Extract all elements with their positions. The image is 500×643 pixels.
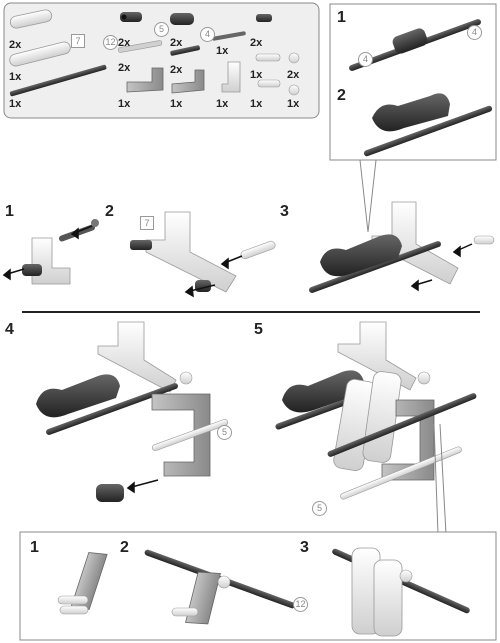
step5-assembly xyxy=(275,321,477,500)
light-axle-icon xyxy=(118,40,163,53)
length-marker: 4 xyxy=(358,52,373,67)
qty-label: 1x xyxy=(170,98,183,110)
light-pin-icon xyxy=(255,53,281,88)
step-number: 5 xyxy=(254,321,263,338)
qty-label: 1x xyxy=(250,98,263,110)
qty-label: 1x xyxy=(118,98,131,110)
beam-5-icon xyxy=(9,9,53,29)
white-l-beam-icon xyxy=(221,61,241,93)
callout-step-number: 2 xyxy=(337,87,346,104)
qty-label: 1x xyxy=(216,98,229,110)
length-marker: 4 xyxy=(467,25,482,40)
step-number: 1 xyxy=(5,203,14,220)
callout-top-axle-assembly-2 xyxy=(363,93,493,157)
qty-label: 2x xyxy=(9,39,22,51)
length-marker: 7 xyxy=(140,216,154,230)
dark-angle-connector-icon xyxy=(170,13,194,25)
callout-step-number: 1 xyxy=(30,539,39,556)
callout-bottom-assembly-3 xyxy=(332,547,470,637)
callout-step-number: 3 xyxy=(300,539,309,556)
length-marker: 7 xyxy=(71,34,85,48)
gray-l-beam-2-icon xyxy=(171,69,205,94)
length-marker: 12 xyxy=(103,35,118,50)
qty-label: 2x xyxy=(170,37,183,49)
callout-step-number: 1 xyxy=(337,9,346,26)
dark-pin-icon xyxy=(256,14,272,22)
qty-label: 1x xyxy=(250,69,263,81)
step3-assembly xyxy=(309,201,495,293)
step-number: 2 xyxy=(105,203,114,220)
length-marker: 4 xyxy=(200,27,215,42)
qty-label: 1x xyxy=(9,98,22,110)
step4-assembly xyxy=(36,321,229,502)
qty-label: 1x xyxy=(9,71,22,83)
length-marker: 5 xyxy=(312,501,327,516)
assembly-arrows xyxy=(2,225,473,494)
callout-bottom-assembly-2 xyxy=(144,549,296,625)
length-marker: 5 xyxy=(217,425,232,440)
dark-connector-icon xyxy=(120,12,142,22)
axle-12-icon xyxy=(9,64,107,97)
callout-bottom-assembly-1 xyxy=(57,552,108,615)
gray-l-beam-icon xyxy=(126,67,164,93)
bush-icon xyxy=(288,52,300,96)
qty-label: 2x xyxy=(118,62,131,74)
length-marker: 5 xyxy=(154,22,169,37)
callout-step-number: 2 xyxy=(120,539,129,556)
qty-label: 2x xyxy=(287,69,300,81)
qty-label: 1x xyxy=(287,98,300,110)
qty-label: 2x xyxy=(170,64,183,76)
dark-axle-4-icon xyxy=(170,45,200,56)
qty-label: 1x xyxy=(216,45,229,57)
step1-assembly xyxy=(22,219,99,285)
callout-top-axle-assembly-1 xyxy=(349,19,481,71)
length-marker: 12 xyxy=(293,597,308,612)
qty-label: 2x xyxy=(118,37,131,49)
step-number: 3 xyxy=(280,203,289,220)
beam-7-icon xyxy=(9,41,71,67)
dark-axle-icon xyxy=(212,31,246,41)
qty-label: 2x xyxy=(250,37,263,49)
step-number: 4 xyxy=(5,321,14,338)
